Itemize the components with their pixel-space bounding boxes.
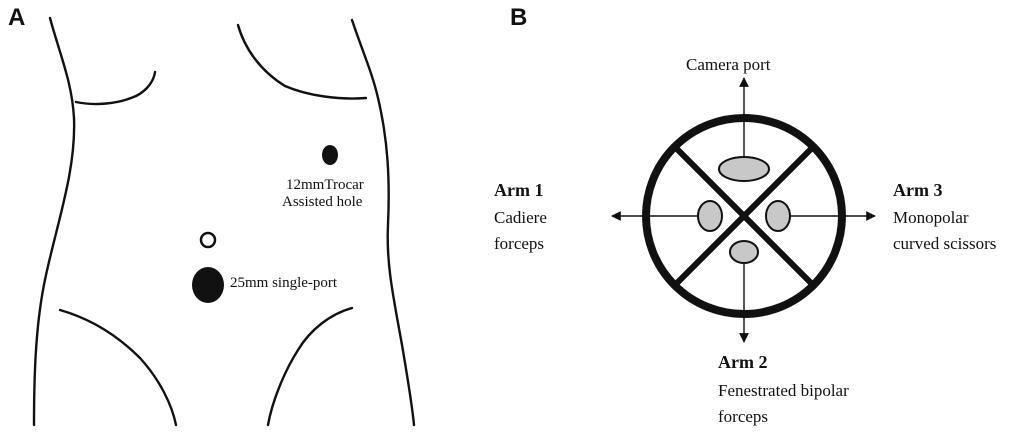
- arm1-line2: forceps: [494, 233, 544, 254]
- arm3-line1: Monopolar: [893, 207, 969, 228]
- camera-port: [719, 157, 769, 181]
- arm1-title: Arm 1: [494, 180, 543, 201]
- arm1-line1: Cadiere: [494, 207, 547, 228]
- arm3-line2: curved scissors: [893, 233, 996, 254]
- arm1-port: [698, 201, 722, 231]
- camera-port-label: Camera port: [686, 54, 771, 75]
- arm2-port: [730, 241, 758, 263]
- arm3-title: Arm 3: [893, 180, 942, 201]
- arm2-title: Arm 2: [718, 352, 767, 373]
- arm2-line2: forceps: [718, 406, 768, 427]
- arm3-port: [766, 201, 790, 231]
- arm2-line1: Fenestrated bipolar: [718, 380, 849, 401]
